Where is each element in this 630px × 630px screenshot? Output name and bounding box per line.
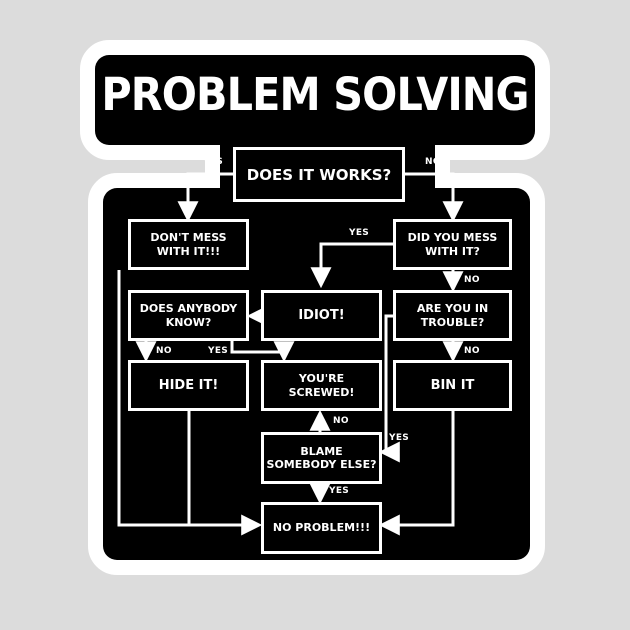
connector-works-yes: [177, 172, 233, 223]
node-in-trouble: ARE YOU IN TROUBLE?: [393, 290, 512, 341]
page-title: PROBLEM SOLVING: [101, 68, 529, 121]
label-trouble-yes: YES: [389, 433, 410, 443]
connector-works-no: [405, 172, 464, 223]
connector-trouble-yes: [378, 314, 400, 463]
label-trouble-no: NO: [464, 346, 480, 356]
node-did-you-mess: DID YOU MESS WITH IT?: [393, 219, 512, 270]
label-anybody-yes: YES: [208, 346, 229, 356]
connector-anybody-yes: [230, 341, 295, 363]
label-works-yes: YES: [203, 157, 224, 167]
node-idiot: IDIOT!: [261, 290, 382, 341]
label-works-no: NO: [425, 157, 441, 167]
connector-bin-noproblem: [378, 411, 455, 536]
node-does-it-work: DOES IT WORKS?: [233, 147, 405, 202]
label-anybody-no: NO: [156, 346, 172, 356]
connector-dontmess-noproblem: [117, 270, 263, 536]
node-screwed: YOU'RE SCREWED!: [261, 360, 382, 411]
node-no-problem: NO PROBLEM!!!: [261, 502, 382, 554]
node-anybody-know: DOES ANYBODY KNOW?: [128, 290, 249, 341]
node-dont-mess: DON'T MESS WITH IT!!!: [128, 219, 249, 270]
connector-mess-yes: [310, 242, 393, 289]
node-bin-it: BIN IT: [393, 360, 512, 411]
node-blame: BLAME SOMEBODY ELSE?: [261, 432, 382, 484]
node-hide-it: HIDE IT!: [128, 360, 249, 411]
label-mess-no: NO: [464, 275, 480, 285]
label-mess-yes: YES: [349, 228, 370, 238]
label-blame-no: NO: [333, 416, 349, 426]
connectors: [117, 172, 464, 536]
label-blame-yes: YES: [329, 486, 350, 496]
